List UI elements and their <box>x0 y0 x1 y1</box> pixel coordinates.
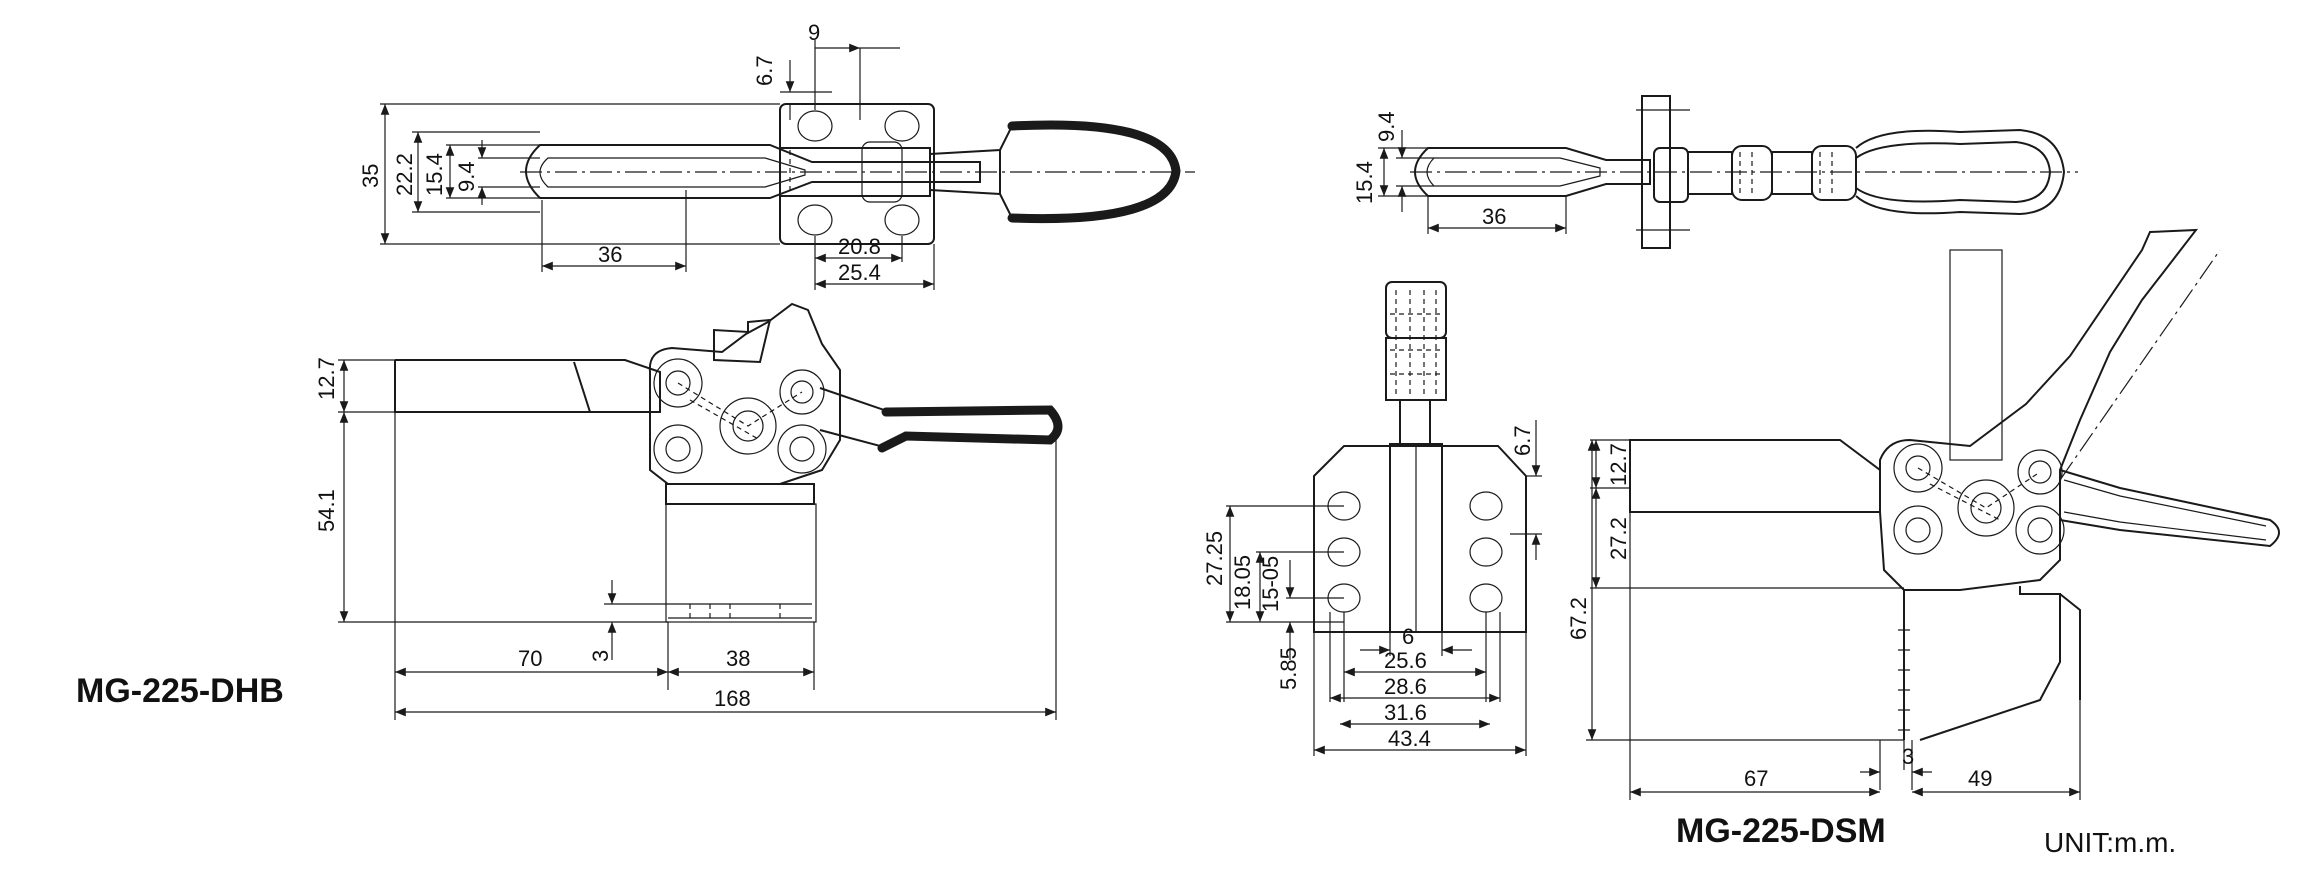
dim-54-1: 54.1 <box>314 489 339 532</box>
dim-22-2: 22.2 <box>392 153 417 196</box>
dim-12-7: 12.7 <box>314 357 339 400</box>
dim-67-2: 67.2 <box>1566 597 1591 640</box>
dsm-top-view: 9.4 15.4 36 <box>1352 95 2078 249</box>
dim-15-4: 15.4 <box>422 153 447 196</box>
dim-6-dsm: 6 <box>1402 624 1414 649</box>
dim-12-7-dsm: 12.7 <box>1606 443 1631 486</box>
dim-43-4: 43.4 <box>1388 726 1431 751</box>
dhb-top-view: 9 6.7 35 22.2 15.4 9.4 36 20.8 25.4 <box>358 20 1195 290</box>
unit-label: UNIT:m.m. <box>2044 827 2176 858</box>
dim-9-4-dsm: 9.4 <box>1374 111 1399 142</box>
dim-49: 49 <box>1968 766 1992 791</box>
dim-36: 36 <box>598 242 622 267</box>
model-title-left: MG-225-DHB <box>76 672 284 710</box>
dsm-front-view: 6.7 27.25 18.05 15-05 5.85 6 25.6 28.6 3… <box>1202 281 1542 756</box>
dsm-side-view: 12.7 27.2 67.2 67 3 49 <box>1566 228 2280 800</box>
dim-6-7: 6.7 <box>752 55 777 86</box>
dim-25-4: 25.4 <box>838 260 881 285</box>
dim-27-2: 27.2 <box>1606 517 1631 560</box>
dhb-side-view: 12.7 54.1 70 3 38 168 <box>314 302 1063 720</box>
dim-3-dsm: 3 <box>1902 744 1914 769</box>
dim-20-8: 20.8 <box>838 234 881 259</box>
dim-168: 168 <box>714 686 751 711</box>
dim-38: 38 <box>726 646 750 671</box>
model-title-right: MG-225-DSM <box>1676 812 1886 850</box>
dim-9: 9 <box>808 20 820 45</box>
dim-70: 70 <box>518 646 542 671</box>
dim-15-4-dsm: 15.4 <box>1352 161 1377 204</box>
dim-28-6: 28.6 <box>1384 674 1427 699</box>
dim-36-dsm: 36 <box>1482 204 1506 229</box>
dim-18-05: 18.05 <box>1230 555 1255 610</box>
dim-9-4: 9.4 <box>454 161 479 192</box>
dim-15-05: 15-05 <box>1258 556 1283 612</box>
dim-31-6: 31.6 <box>1384 700 1427 725</box>
dim-6-7-dsm: 6.7 <box>1510 425 1535 456</box>
dim-27-25: 27.25 <box>1202 531 1227 586</box>
dim-35: 35 <box>358 164 383 188</box>
dim-3: 3 <box>588 650 613 662</box>
dim-25-6: 25.6 <box>1384 648 1427 673</box>
dim-5-85: 5.85 <box>1276 647 1301 690</box>
dim-67: 67 <box>1744 766 1768 791</box>
